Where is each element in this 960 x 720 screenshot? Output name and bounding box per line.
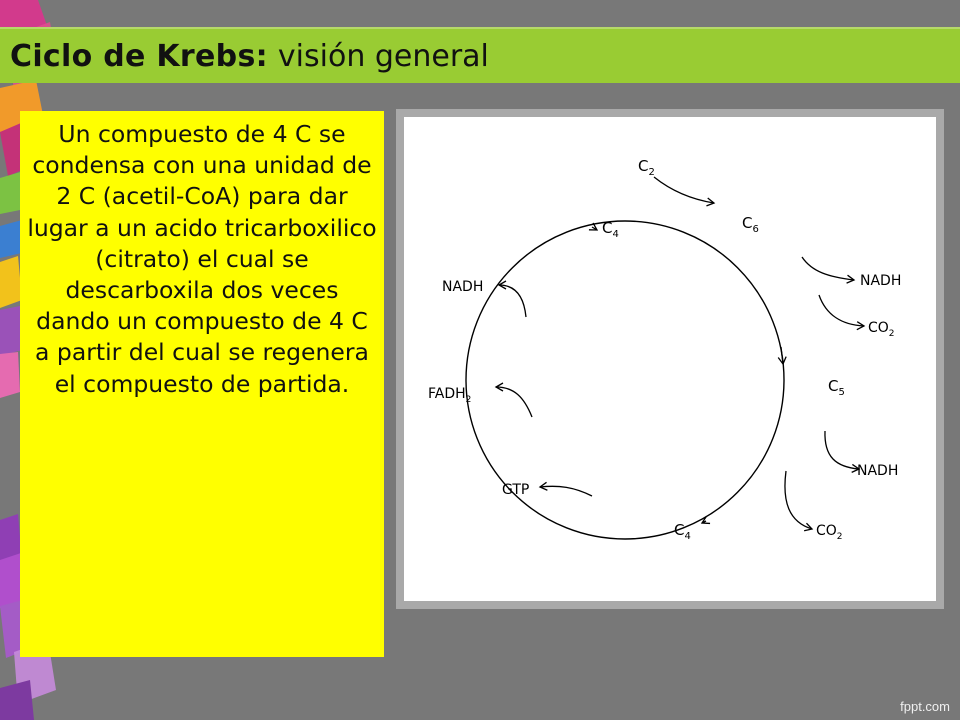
co2-2-arrow — [784, 470, 814, 532]
diagram-frame: C2 C4 C6 NADH CO2 C5 NADH CO2 C4 GTP — [396, 109, 944, 609]
co2-1-arrow — [818, 294, 866, 331]
label-c6: C6 — [742, 214, 759, 235]
cycle-arrow-bottom — [700, 515, 711, 525]
krebs-cycle-diagram: C2 C4 C6 NADH CO2 C5 NADH CO2 C4 GTP — [404, 117, 936, 601]
nadh-2-arrow — [824, 430, 861, 473]
label-fadh2: FADH2 — [428, 386, 471, 405]
slide-title-bar: Ciclo de Krebs: visión general — [0, 27, 960, 83]
c2-input-arrow — [653, 176, 716, 207]
label-co2-2: CO2 — [816, 523, 843, 542]
fadh2-arrow — [494, 382, 533, 418]
label-gtp: GTP — [502, 482, 529, 498]
nadh-3-arrow — [497, 280, 527, 318]
cycle-circle — [465, 220, 785, 540]
label-nadh-3: NADH — [442, 279, 483, 295]
label-nadh-2: NADH — [857, 463, 898, 479]
label-c5: C5 — [828, 377, 845, 398]
label-co2-1: CO2 — [868, 320, 895, 339]
label-c4-bottom: C4 — [674, 521, 691, 542]
description-textbox: Un compuesto de 4 C se condensa con una … — [20, 111, 384, 657]
label-c2-input: C2 — [638, 157, 655, 178]
label-c4-top: C4 — [602, 219, 619, 240]
cycle-arrow-right — [777, 346, 787, 366]
nadh-1-arrow — [801, 256, 856, 284]
description-text: Un compuesto de 4 C se condensa con una … — [27, 120, 377, 398]
label-nadh-1: NADH — [860, 273, 901, 289]
cycle-arrow-top — [588, 222, 599, 231]
watermark: fppt.com — [900, 699, 950, 714]
slide-title-rest: visión general — [277, 38, 489, 74]
slide-title-bold: Ciclo de Krebs: — [10, 38, 268, 74]
gtp-arrow — [538, 481, 593, 497]
